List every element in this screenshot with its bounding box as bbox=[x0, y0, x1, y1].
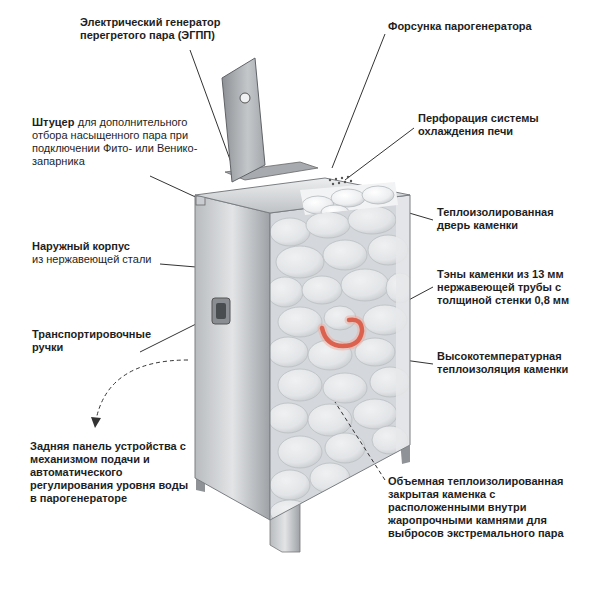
arrow-head bbox=[91, 417, 101, 428]
label-text: Форсунка парогенератора bbox=[388, 20, 532, 32]
door-knob bbox=[240, 93, 250, 103]
callout-label: Наружный корпусиз нержавеющей стали bbox=[32, 240, 182, 266]
callout-label: Высокотемпературная теплоизоляция каменк… bbox=[437, 350, 587, 376]
cooling-perforation bbox=[329, 176, 352, 185]
transport-handle bbox=[216, 303, 226, 319]
label-text: Штуцер bbox=[32, 116, 74, 128]
label-text: Перфорация системы охлаждения печи bbox=[418, 112, 539, 137]
label-text: Теплоизолированная дверь каменки bbox=[437, 206, 554, 231]
callout-label: Тэны каменки из 13 мм нержавеющей трубы … bbox=[437, 268, 592, 307]
callout-label: Теплоизолированная дверь каменки bbox=[437, 206, 587, 232]
callout-label: Объемная теплоизолированная закрытая кам… bbox=[388, 475, 593, 540]
label-text: Тэны каменки из 13 мм нержавеющей трубы … bbox=[437, 268, 569, 306]
label-text: Объемная теплоизолированная закрытая кам… bbox=[388, 475, 564, 539]
label-text: Высокотемпературная теплоизоляция каменк… bbox=[437, 350, 568, 375]
callout-label: Электрический генератор перегретого пара… bbox=[80, 16, 265, 42]
callout-label: Транспортировочные ручки bbox=[32, 328, 177, 354]
stone-opening bbox=[300, 182, 398, 215]
label-text: Задняя панель устройства с механизмом по… bbox=[30, 440, 188, 504]
heat-stones bbox=[302, 186, 394, 219]
callout-label: Перфорация системы охлаждения печи bbox=[418, 112, 583, 138]
cutaway-overlay bbox=[270, 195, 410, 520]
stove-side-panel bbox=[195, 195, 270, 520]
stove-front bbox=[270, 195, 410, 520]
stone-door bbox=[222, 58, 265, 182]
callout-label: Штуцердля дополнительного отбора насыщен… bbox=[32, 116, 200, 168]
label-text: Транспортировочные ручки bbox=[32, 328, 151, 353]
callout-label: Задняя панель устройства с механизмом по… bbox=[30, 440, 192, 505]
label-text: Электрический генератор перегретого пара… bbox=[80, 16, 220, 41]
transport-handle bbox=[212, 298, 230, 324]
callout-label: Форсунка парогенератора bbox=[388, 20, 588, 33]
label-text: из нержавеющей стали bbox=[32, 253, 182, 266]
stove-front-edge bbox=[270, 195, 410, 520]
insulation-band bbox=[396, 195, 410, 452]
label-text: Наружный корпус bbox=[32, 240, 182, 253]
